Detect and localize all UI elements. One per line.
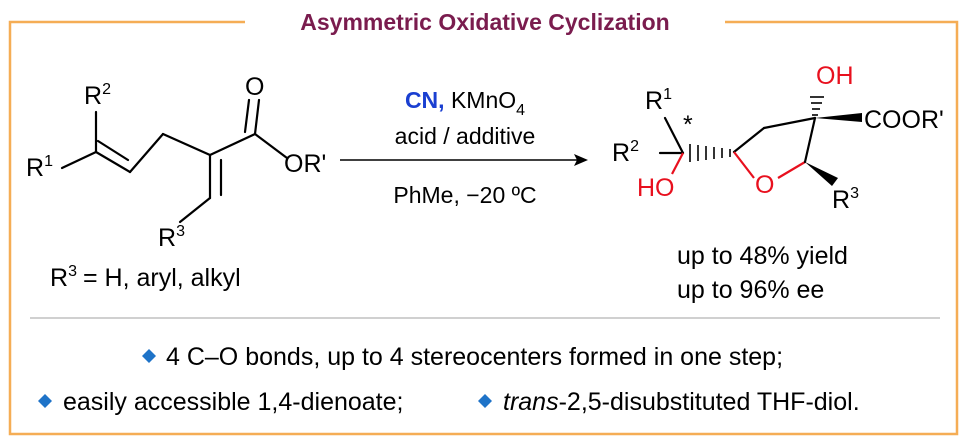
reactant-r2-label: R2 (84, 81, 111, 110)
stereocenter-star: * (683, 111, 693, 139)
product-ho-label: HO (637, 174, 675, 202)
product-structure: OH COOR' R1 * R2 HO O R3 (612, 62, 944, 214)
wedge-bond-icon (815, 113, 862, 122)
reactant-scope: R3= H, aryl, alkyl (50, 263, 241, 292)
scheme-title: Asymmetric Oxidative Cyclization (300, 9, 669, 35)
title-background (245, 6, 725, 38)
product-ester-label: COOR' (864, 106, 944, 134)
reactant-structure: R2 R1 O OR' R3 (26, 73, 326, 252)
reactant-ester-label: OR' (284, 150, 326, 178)
product-r3-label: R3 (832, 185, 859, 214)
conditions-line1: CN, KMnO4 (405, 87, 525, 119)
product-oh-top: OH (816, 62, 854, 90)
conditions-line2: acid / additive (395, 123, 536, 149)
reactant-r1-label: R1 (26, 153, 53, 182)
svg-text:trans-2,5-disubstituted THF-di: trans-2,5-disubstituted THF-diol. (503, 388, 860, 416)
diamond-bullet-icon (142, 349, 156, 363)
diamond-bullet-icon (38, 394, 52, 408)
reactant-carbonyl-o: O (245, 73, 264, 101)
highlight-line-1: 4 C–O bonds, up to 4 stereocenters forme… (142, 343, 783, 371)
product-r2-label: R2 (612, 138, 639, 167)
product-r1-label: R1 (645, 86, 672, 115)
reactant-r3-label: R3 (158, 223, 185, 252)
hash-bond-icon (810, 96, 824, 116)
arrowhead (574, 154, 588, 166)
product-ring-o: O (755, 171, 774, 199)
svg-text:easily accessible 1,4-dienoate: easily accessible 1,4-dienoate; (63, 388, 403, 416)
scheme-frame (8, 20, 959, 436)
reaction-conditions: CN, KMnO4 acid / additive PhMe, −20 ºC (340, 87, 588, 208)
result-yield: up to 48% yield (677, 242, 848, 270)
conditions-line3: PhMe, −20 ºC (393, 182, 536, 208)
result-ee: up to 96% ee (677, 276, 824, 304)
highlight-line-2: easily accessible 1,4-dienoate; trans-2,… (38, 388, 860, 416)
svg-text:4 C–O bonds, up to 4 stereocen: 4 C–O bonds, up to 4 stereocenters forme… (166, 343, 783, 371)
diamond-bullet-icon (478, 394, 492, 408)
catalyst-label: CN, (405, 87, 445, 113)
